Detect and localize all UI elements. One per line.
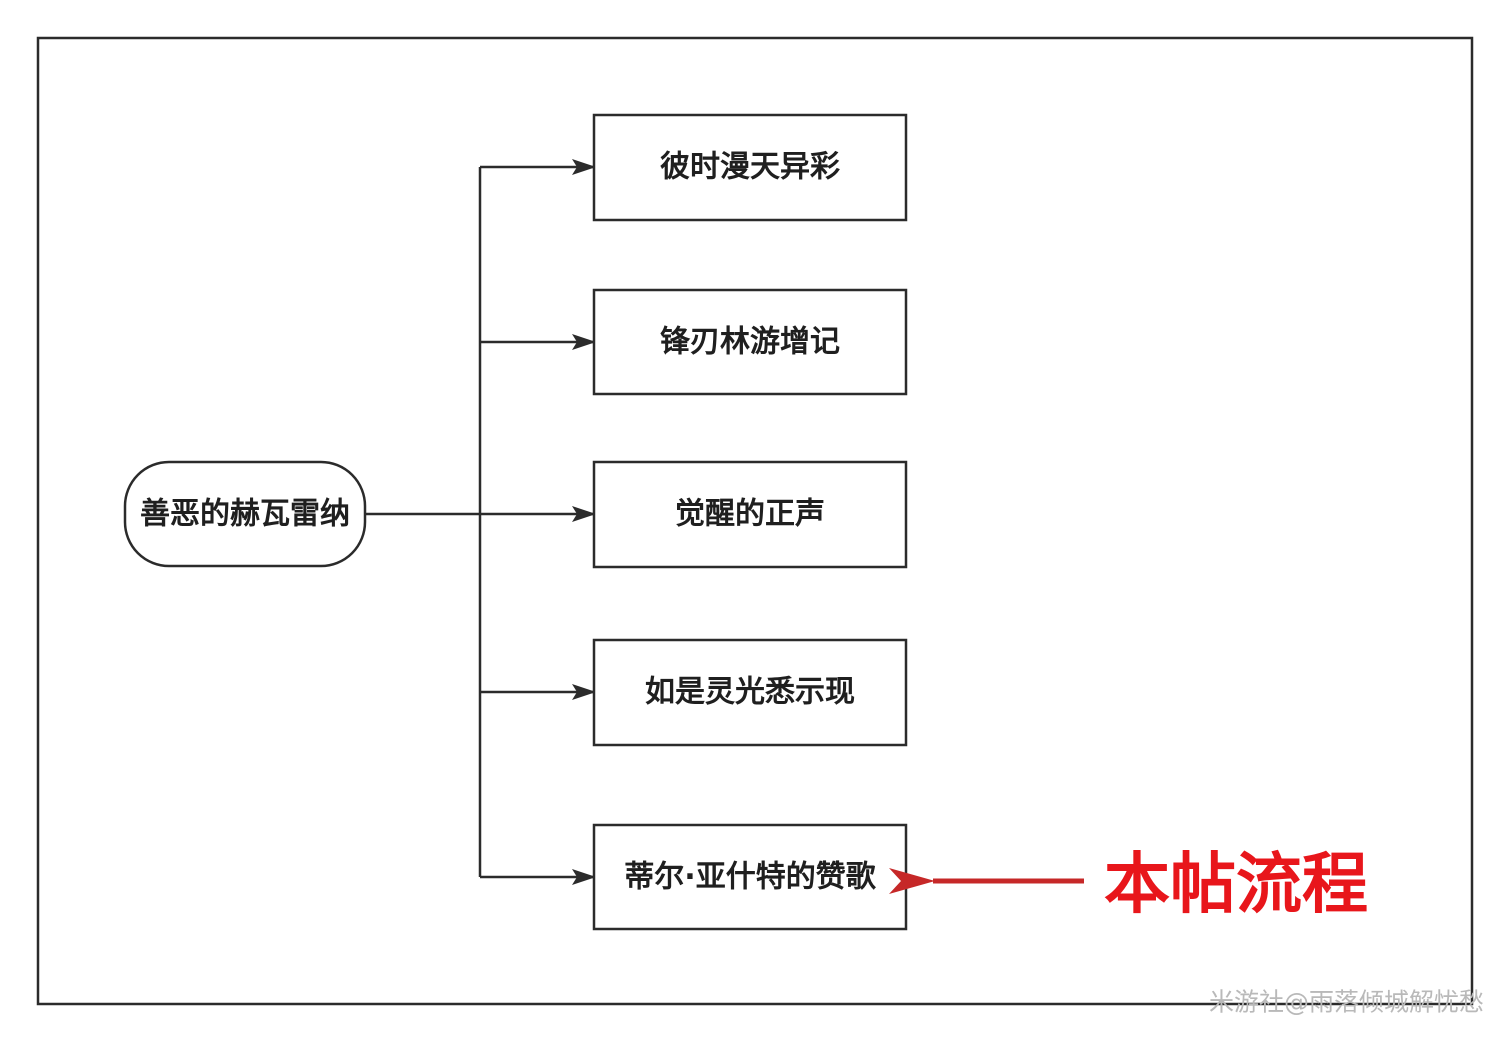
child-node-1-shape (592, 113, 908, 222)
connectors (365, 159, 596, 885)
child-node-2: 锋刃林游增记 (592, 288, 908, 396)
diagram-frame (36, 36, 1474, 1006)
child-node-4-label: 如是灵光悉示现 (645, 675, 855, 710)
child-node-4: 如是灵光悉示现 (592, 638, 908, 747)
child-node-3-shape (592, 460, 908, 569)
callout: 本帖流程 (889, 846, 1368, 923)
child-node-1-label: 彼时漫天异彩 (660, 150, 840, 185)
child-node-4-shape (592, 638, 908, 747)
child-node-5: 蒂尔·亚什特的赞歌 (592, 823, 908, 931)
child-node-2-label: 锋刃林游增记 (660, 325, 840, 360)
callout-label: 本帖流程 (1104, 846, 1368, 923)
child-node-3: 觉醒的正声 (592, 460, 908, 569)
child-node-2-shape (592, 288, 908, 396)
child-node-5-label: 蒂尔·亚什特的赞歌 (624, 860, 876, 895)
child-node-3-label: 觉醒的正声 (675, 497, 825, 532)
root-node: 善恶的赫瓦雷纳 (123, 460, 367, 568)
watermark-text: 米游社@雨落倾城解忧愁 (1209, 988, 1484, 1017)
child-node-1: 彼时漫天异彩 (592, 113, 908, 222)
root-node-label: 善恶的赫瓦雷纳 (140, 497, 350, 532)
child-node-5-shape (592, 823, 908, 931)
